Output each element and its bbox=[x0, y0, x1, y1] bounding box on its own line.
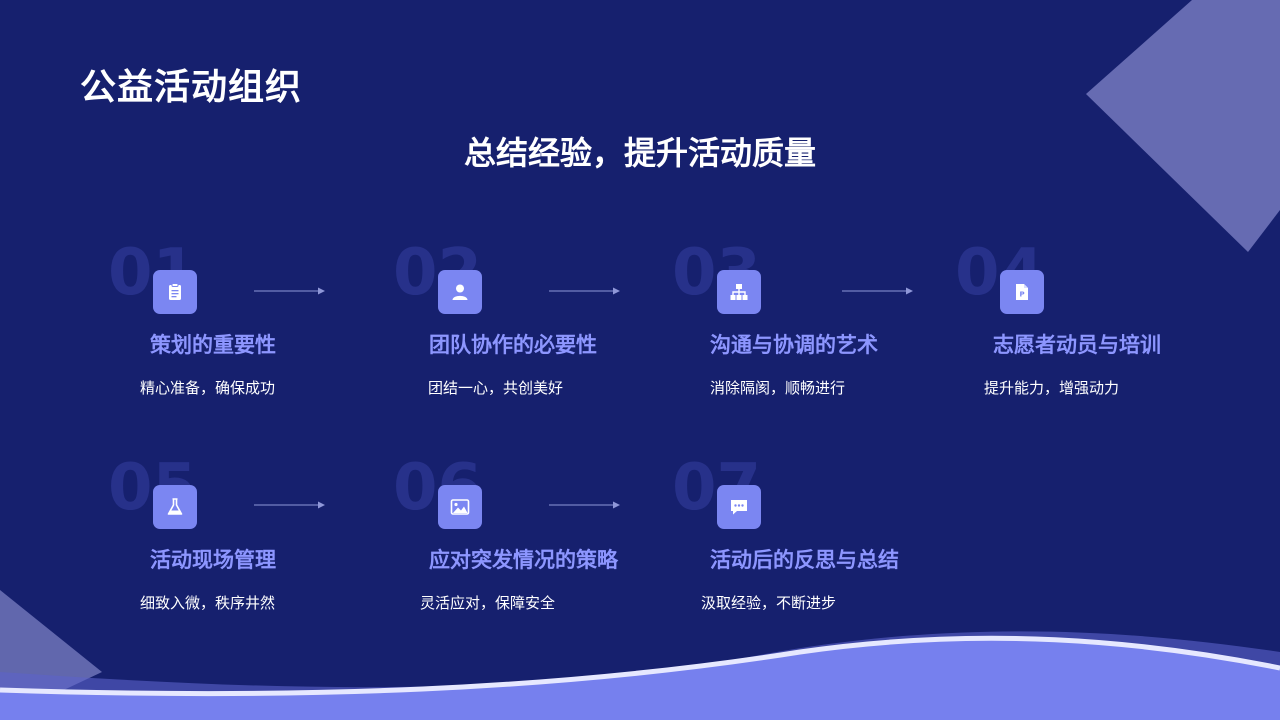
arrow-right-icon bbox=[549, 501, 620, 509]
step-title: 策划的重要性 bbox=[150, 333, 276, 357]
step-description: 汲取经验，不断进步 bbox=[701, 594, 837, 612]
step-card: 06 应对突发情况的策略 灵活应对，保障安全 bbox=[393, 456, 673, 612]
page-title: 公益活动组织 bbox=[80, 67, 303, 108]
step-description: 灵活应对，保障安全 bbox=[420, 594, 556, 612]
step-card: 01 策划的重要性 精心准备，确保成功 bbox=[108, 241, 388, 397]
arrow-right-icon bbox=[549, 287, 620, 295]
step-description: 精心准备，确保成功 bbox=[140, 379, 276, 397]
arrow-right-icon bbox=[254, 501, 325, 509]
step-description: 提升能力，增强动力 bbox=[984, 379, 1120, 397]
step-description: 消除隔阂，顺畅进行 bbox=[710, 379, 846, 397]
page-subtitle: 总结经验，提升活动质量 bbox=[463, 134, 816, 172]
sitemap-icon bbox=[717, 270, 761, 314]
svg-text:P: P bbox=[1020, 291, 1025, 299]
user-icon bbox=[438, 270, 482, 314]
step-title: 沟通与协调的艺术 bbox=[710, 333, 878, 357]
document-icon: P bbox=[1000, 270, 1044, 314]
step-description: 团结一心，共创美好 bbox=[428, 379, 564, 397]
flask-icon bbox=[153, 485, 197, 529]
step-description: 细致入微，秩序井然 bbox=[140, 594, 276, 612]
image-icon bbox=[438, 485, 482, 529]
step-title: 活动现场管理 bbox=[150, 548, 276, 572]
clipboard-icon bbox=[153, 270, 197, 314]
step-title: 应对突发情况的策略 bbox=[429, 548, 618, 572]
step-card: 03 沟通与协调的艺术 消除隔阂，顺畅进行 bbox=[672, 241, 952, 397]
step-card: 05 活动现场管理 细致入微，秩序井然 bbox=[108, 456, 388, 612]
step-title: 志愿者动员与培训 bbox=[993, 333, 1161, 357]
arrow-right-icon bbox=[254, 287, 325, 295]
step-card: 02 团队协作的必要性 团结一心，共创美好 bbox=[393, 241, 673, 397]
step-title: 活动后的反思与总结 bbox=[710, 548, 899, 572]
chat-icon bbox=[717, 485, 761, 529]
arrow-right-icon bbox=[842, 287, 913, 295]
step-card: 07 活动后的反思与总结 汲取经验，不断进步 bbox=[672, 456, 952, 612]
step-title: 团队协作的必要性 bbox=[429, 333, 597, 357]
step-card: 04 P 志愿者动员与培训 提升能力，增强动力 bbox=[955, 241, 1235, 397]
